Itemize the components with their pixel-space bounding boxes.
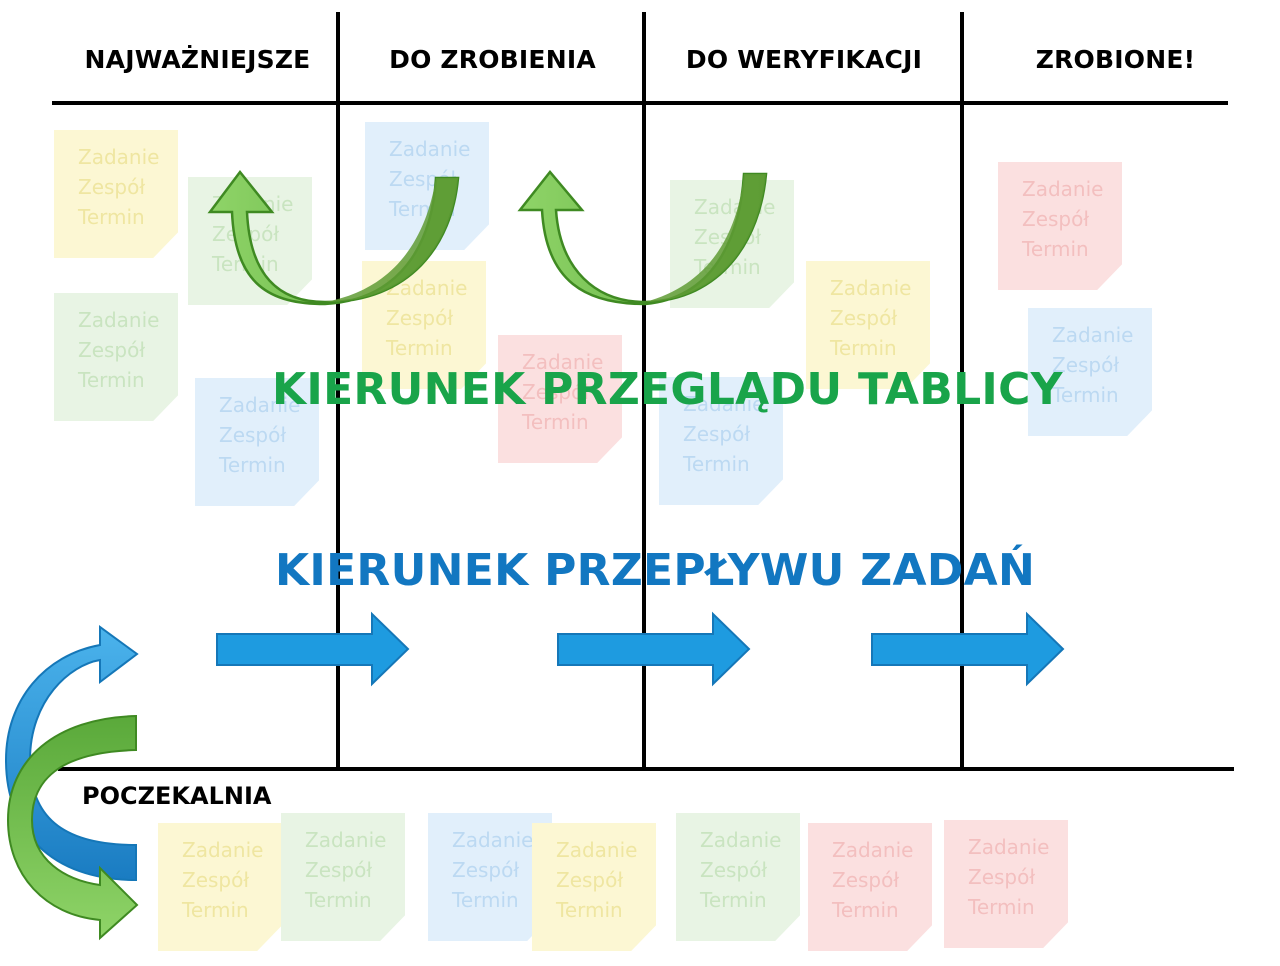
task-flow-direction-label: KIERUNEK PRZEPŁYWU ZADAŃ bbox=[275, 545, 1036, 596]
column-header-to-do: DO ZROBIENIA bbox=[389, 45, 596, 74]
sticky-note-line1: Zadanie bbox=[1022, 177, 1104, 201]
waiting-area-label: POCZEKALNIA bbox=[82, 782, 272, 810]
sticky-note-line2: Zespół bbox=[182, 868, 250, 892]
sticky-note-line2: Zespół bbox=[219, 423, 287, 447]
sticky-note-line2: Zespół bbox=[683, 422, 751, 446]
sticky-note-line2: Zespół bbox=[830, 306, 898, 330]
column-header-most-important: NAJWAŻNIEJSZE bbox=[84, 45, 311, 74]
sticky-note-line2: Zespół bbox=[700, 858, 768, 882]
sticky-note-line1: Zadanie bbox=[830, 276, 912, 300]
column-divider-2 bbox=[642, 12, 646, 769]
flow-arrow-3 bbox=[871, 611, 1065, 687]
sticky-note-line1: Zadanie bbox=[305, 828, 387, 852]
sticky-note-line3: Termin bbox=[522, 410, 589, 434]
sticky-note-line3: Termin bbox=[78, 205, 145, 229]
sticky-note-line3: Termin bbox=[683, 452, 750, 476]
sticky-note-line3: Termin bbox=[1022, 237, 1089, 261]
review-arrow-left bbox=[207, 169, 460, 306]
flow-arrow-1 bbox=[216, 611, 410, 687]
sticky-note-line1: Zadanie bbox=[968, 835, 1050, 859]
sticky-note-line2: Zespół bbox=[1052, 353, 1120, 377]
sticky-note-line3: Termin bbox=[968, 895, 1035, 919]
sticky-note-line3: Termin bbox=[1052, 383, 1119, 407]
sticky-note-line3: Termin bbox=[556, 898, 623, 922]
sticky-note-line2: Zespół bbox=[78, 175, 146, 199]
sticky-note-line2: Zespół bbox=[968, 865, 1036, 889]
sticky-note-line3: Termin bbox=[832, 898, 899, 922]
sticky-note-line1: Zadanie bbox=[219, 393, 301, 417]
waiting-area-divider-line bbox=[58, 767, 1234, 771]
board-review-direction-label: KIERUNEK PRZEGLĄDU TABLICY bbox=[272, 364, 1063, 415]
sticky-note-line1: Zadanie bbox=[556, 838, 638, 862]
sticky-note-line2: Zespół bbox=[78, 338, 146, 362]
sticky-note-line2: Zespół bbox=[832, 868, 900, 892]
header-divider-line bbox=[52, 101, 1228, 105]
waiting-entry-green-arrow bbox=[6, 714, 139, 941]
sticky-note-line2: Zespół bbox=[522, 380, 590, 404]
sticky-note-line2: Zespół bbox=[556, 868, 624, 892]
sticky-note-line1: Zadanie bbox=[683, 392, 765, 416]
flow-arrow-2 bbox=[557, 611, 751, 687]
sticky-note-line1: Zadanie bbox=[832, 838, 914, 862]
column-header-to-verify: DO WERYFIKACJI bbox=[685, 45, 923, 74]
sticky-note-line3: Termin bbox=[219, 453, 286, 477]
column-header-done: ZROBIONE! bbox=[1035, 45, 1196, 74]
sticky-note-line1: Zadanie bbox=[1052, 323, 1134, 347]
column-divider-1 bbox=[336, 12, 340, 769]
review-arrow-middle bbox=[517, 170, 768, 306]
sticky-note-line2: Zespół bbox=[1022, 207, 1090, 231]
sticky-note-line3: Termin bbox=[830, 336, 897, 360]
sticky-note-line3: Termin bbox=[78, 368, 145, 392]
sticky-note-line2: Zespół bbox=[305, 858, 373, 882]
sticky-note-line2: Zespół bbox=[386, 306, 454, 330]
sticky-note-line1: Zadanie bbox=[389, 137, 471, 161]
sticky-note-line1: Zadanie bbox=[78, 308, 160, 332]
sticky-note-line3: Termin bbox=[700, 888, 767, 912]
column-divider-3 bbox=[960, 12, 964, 769]
sticky-note-line3: Termin bbox=[182, 898, 249, 922]
sticky-note-line1: Zadanie bbox=[78, 145, 160, 169]
sticky-note-line2: Zespół bbox=[452, 858, 520, 882]
sticky-note-line1: Zadanie bbox=[182, 838, 264, 862]
sticky-note-line1: Zadanie bbox=[522, 350, 604, 374]
sticky-note-line1: Zadanie bbox=[700, 828, 782, 852]
sticky-note-line1: Zadanie bbox=[452, 828, 534, 852]
sticky-note-line3: Termin bbox=[305, 888, 372, 912]
sticky-note-line3: Termin bbox=[386, 336, 453, 360]
sticky-note-line3: Termin bbox=[452, 888, 519, 912]
